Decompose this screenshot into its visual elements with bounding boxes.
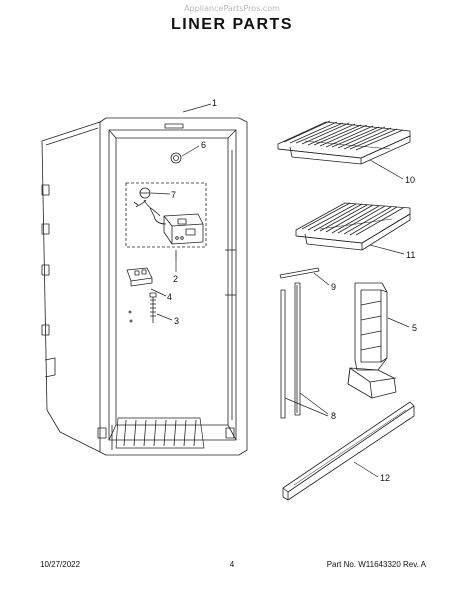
- callout-7: 7: [171, 190, 176, 200]
- footer-date: 10/27/2022: [40, 560, 81, 569]
- footer-part-number: Part No. W11643320 Rev. A: [326, 560, 426, 569]
- watermark: AppliancePartsPros.com: [184, 4, 280, 13]
- liner-illustration: [41, 117, 248, 456]
- callout-2: 2: [173, 274, 178, 284]
- callout-10: 10: [405, 175, 415, 185]
- shelf-10-illustration: [277, 120, 411, 165]
- callout-6: 6: [201, 140, 206, 150]
- callout-12: 12: [380, 473, 390, 483]
- callout-5: 5: [412, 323, 417, 333]
- trim-9-illustration: [279, 267, 320, 279]
- strips-8-illustration: [280, 282, 301, 419]
- duct-5-illustration: [347, 282, 397, 399]
- leader-lines: [150, 103, 410, 478]
- shelf-11-illustration: [295, 202, 411, 251]
- callout-1: 1: [212, 98, 217, 108]
- callout-4: 4: [167, 292, 172, 302]
- footer-page-number: 4: [229, 560, 235, 569]
- callout-3: 3: [174, 316, 179, 326]
- callout-labels: 1 2 3 4 5 6 7 8 9 10 11 12: [167, 98, 417, 483]
- callout-9: 9: [331, 282, 336, 292]
- grille-12-illustration: [282, 401, 415, 501]
- control-assembly-illustration: [125, 182, 207, 262]
- page-title: LINER PARTS: [171, 16, 293, 33]
- callout-8: 8: [331, 411, 336, 421]
- callout-11: 11: [406, 250, 415, 260]
